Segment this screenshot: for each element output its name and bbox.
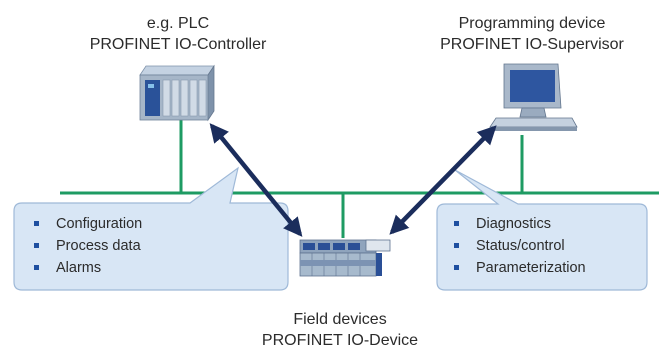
field-device-label-line1: Field devices xyxy=(293,311,387,328)
controller-label: e.g. PLC PROFINET IO-Controller xyxy=(68,13,288,55)
right-callout-list: Diagnostics Status/control Parameterizat… xyxy=(450,213,586,279)
supervisor-device-arrow xyxy=(389,125,497,235)
io-device-module-icon xyxy=(299,239,391,277)
supervisor-label: Programming device PROFINET IO-Superviso… xyxy=(418,13,646,55)
plc-rack-icon xyxy=(139,64,215,122)
field-device-label-line2: PROFINET IO-Device xyxy=(261,332,419,349)
left-callout-list: Configuration Process data Alarms xyxy=(30,213,142,279)
supervisor-label-line2: PROFINET IO-Supervisor xyxy=(440,36,624,53)
controller-label-line1: e.g. PLC xyxy=(146,15,210,32)
controller-device-arrow xyxy=(209,123,303,237)
controller-label-line2: PROFINET IO-Controller xyxy=(89,36,267,53)
list-item: Process data xyxy=(30,235,142,257)
list-item: Diagnostics xyxy=(450,213,586,235)
supervisor-label-line1: Programming device xyxy=(458,15,606,32)
list-item: Alarms xyxy=(30,257,142,279)
list-item: Parameterization xyxy=(450,257,586,279)
network-bus xyxy=(60,120,659,238)
field-device-label: Field devices PROFINET IO-Device xyxy=(230,309,450,351)
list-item: Configuration xyxy=(30,213,142,235)
list-item: Status/control xyxy=(450,235,586,257)
computer-workstation-icon xyxy=(489,63,578,131)
